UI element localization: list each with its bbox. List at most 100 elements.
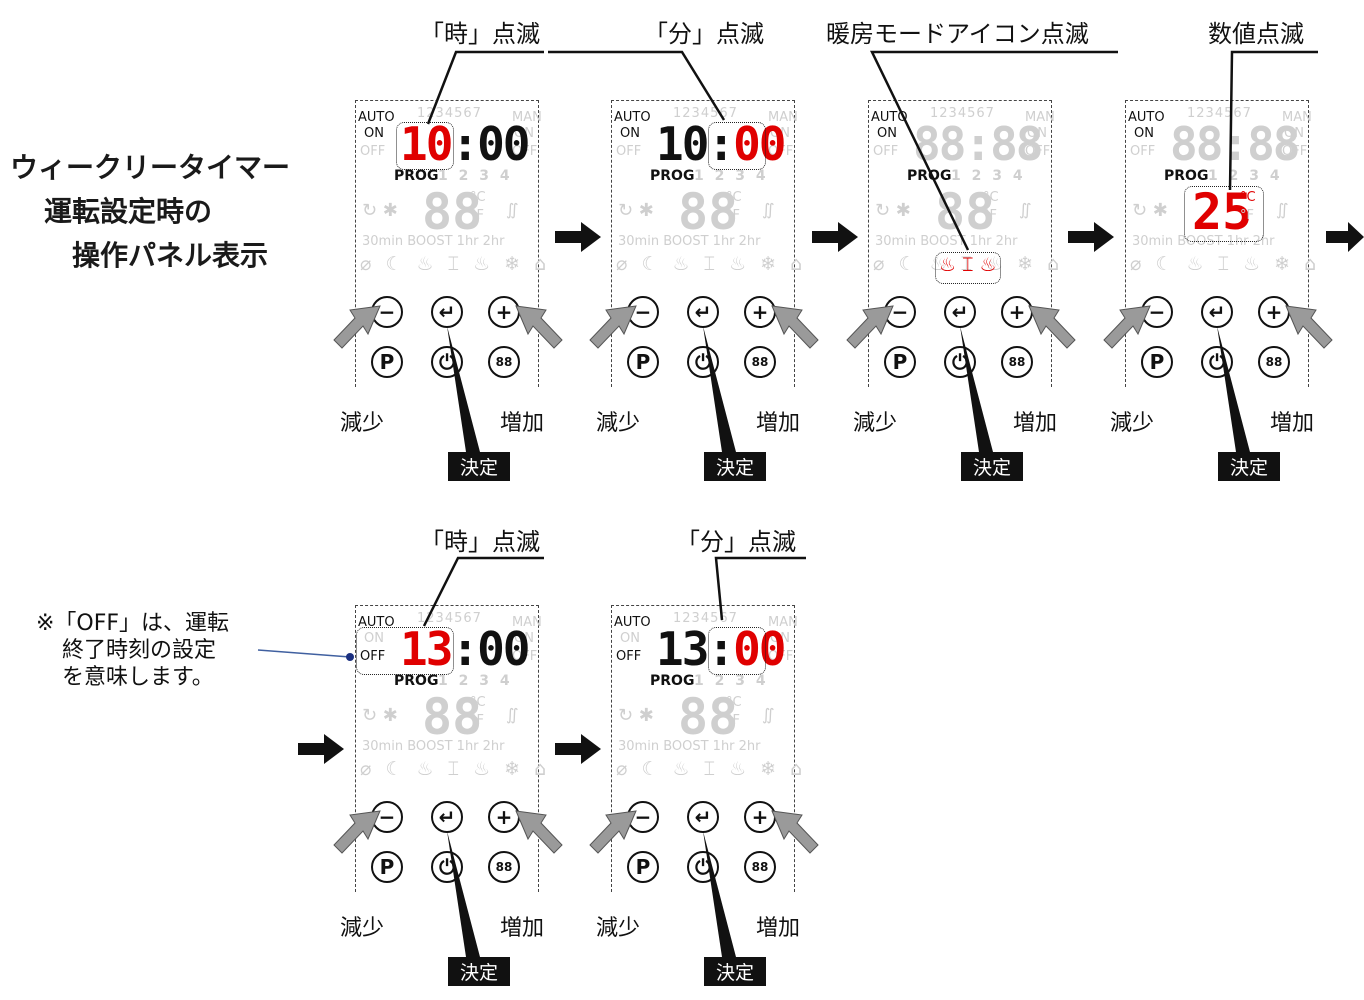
plus-button[interactable]: + bbox=[744, 296, 776, 328]
fahrenheit-unit: °F bbox=[470, 713, 484, 728]
auto-indicator: AUTO bbox=[358, 615, 395, 630]
boost-row: 30min BOOST 1hr 2hr bbox=[362, 739, 505, 754]
heating-mode-icons: ♨ ⌶ ♨ bbox=[939, 254, 997, 276]
enter-button[interactable]: ↵ bbox=[431, 801, 463, 833]
on-indicator: ON bbox=[364, 126, 384, 141]
fahrenheit-unit: °F bbox=[470, 208, 484, 223]
heating-mode-highlight bbox=[935, 252, 1001, 284]
celsius-unit: °C bbox=[726, 190, 742, 205]
window-open-icon: ∬ bbox=[506, 200, 519, 219]
time-minutes: 00 bbox=[477, 622, 530, 676]
increase-label: 増加 bbox=[756, 916, 801, 941]
minus-button[interactable]: − bbox=[371, 296, 403, 328]
note-line-2: 終了時刻の設定 bbox=[62, 638, 217, 663]
plus-button[interactable]: + bbox=[744, 801, 776, 833]
plus-button[interactable]: + bbox=[1258, 296, 1290, 328]
repeat-bluetooth-icon: ↻ ✱ bbox=[362, 200, 398, 221]
on-right-indicator: ON bbox=[770, 126, 790, 141]
program-button[interactable]: P bbox=[371, 851, 403, 883]
menu-button[interactable]: 88 bbox=[744, 346, 776, 378]
temperature-display: 25 bbox=[1192, 183, 1253, 241]
celsius-unit: °C bbox=[1240, 190, 1256, 205]
time-hours: 10 bbox=[400, 117, 453, 171]
on-right-indicator: ON bbox=[514, 631, 534, 646]
fahrenheit-unit: °F bbox=[1240, 208, 1254, 223]
confirm-pointer bbox=[960, 326, 993, 452]
off-indicator: OFF bbox=[360, 144, 386, 159]
prog-label: PROG bbox=[650, 673, 695, 689]
temperature-highlight bbox=[1184, 186, 1264, 242]
callout-label-4: 数値点滅 bbox=[1208, 20, 1304, 48]
program-button[interactable]: P bbox=[627, 851, 659, 883]
confirm-pointer bbox=[703, 831, 736, 957]
off-right-indicator: OFF bbox=[768, 649, 794, 664]
confirm-label: 決定 bbox=[961, 452, 1024, 481]
callout-label-2: 「分」点滅 bbox=[644, 20, 764, 48]
time-colon: : bbox=[451, 622, 479, 676]
program-button[interactable]: P bbox=[371, 346, 403, 378]
note-line-1: ※「OFF」は、運転 bbox=[36, 611, 230, 636]
prog-label: PROG bbox=[1164, 168, 1209, 184]
off-right-indicator: OFF bbox=[768, 144, 794, 159]
title-line-1: ウィークリータイマー bbox=[10, 151, 291, 184]
plus-press-arrow bbox=[771, 810, 819, 854]
status-icon-row: ⌀ ☾ ♨ ⌶ ♨ ❄ ⌂ bbox=[616, 758, 807, 780]
menu-button[interactable]: 88 bbox=[488, 851, 520, 883]
boost-row: 30min BOOST 1hr 2hr bbox=[618, 739, 761, 754]
boost-row: 30min BOOST 1hr 2hr bbox=[362, 234, 505, 249]
flow-arrow-5 bbox=[298, 734, 344, 764]
increase-label: 増加 bbox=[500, 916, 545, 941]
increase-label: 増加 bbox=[756, 411, 801, 436]
decrease-label: 減少 bbox=[853, 411, 898, 436]
minus-press-arrow bbox=[333, 305, 381, 349]
control-panel-6: AUTO ON OFF MAN ON OFF 1234567 13:00 PRO… bbox=[589, 605, 821, 1000]
menu-button[interactable]: 88 bbox=[1258, 346, 1290, 378]
minus-press-arrow bbox=[589, 305, 637, 349]
time-hours: 13 bbox=[400, 622, 453, 676]
enter-button[interactable]: ↵ bbox=[687, 296, 719, 328]
menu-button[interactable]: 88 bbox=[488, 346, 520, 378]
program-button[interactable]: P bbox=[1141, 346, 1173, 378]
menu-button[interactable]: 88 bbox=[744, 851, 776, 883]
press-arrows bbox=[589, 810, 819, 957]
time-display: 13:00 bbox=[400, 622, 530, 676]
repeat-bluetooth-icon: ↻ ✱ bbox=[362, 705, 398, 726]
callout-label-6: 「分」点滅 bbox=[676, 528, 796, 556]
increase-label: 増加 bbox=[1270, 411, 1315, 436]
celsius-unit: °C bbox=[726, 695, 742, 710]
minus-press-arrow bbox=[1103, 305, 1151, 349]
confirm-label: 決定 bbox=[448, 452, 511, 481]
menu-button[interactable]: 88 bbox=[1001, 346, 1033, 378]
off-indicator: OFF bbox=[360, 649, 386, 664]
status-icon-row: ⌀ ☾ ♨ ⌶ ♨ ❄ ⌂ bbox=[873, 253, 1064, 275]
control-panel-1: AUTO ON OFF MAN ON OFF 1234567 10:00 PRO… bbox=[333, 100, 565, 495]
control-panel-5: AUTO ON OFF MAN ON OFF 1234567 13:00 PRO… bbox=[333, 605, 565, 1000]
time-display: 10:00 bbox=[400, 117, 530, 171]
boost-row: 30min BOOST 1hr 2hr bbox=[618, 234, 761, 249]
time-minutes: 00 bbox=[477, 117, 530, 171]
temperature-display: 88 bbox=[422, 183, 483, 241]
enter-button[interactable]: ↵ bbox=[944, 296, 976, 328]
enter-button[interactable]: ↵ bbox=[1201, 296, 1233, 328]
prog-label: PROG bbox=[394, 673, 439, 689]
time-hours: 10 bbox=[656, 117, 709, 171]
confirm-pointer bbox=[703, 326, 736, 452]
window-open-icon: ∬ bbox=[762, 705, 775, 724]
enter-button[interactable]: ↵ bbox=[431, 296, 463, 328]
plus-press-arrow bbox=[515, 810, 563, 854]
decrease-label: 減少 bbox=[340, 916, 385, 941]
press-arrows bbox=[846, 305, 1076, 452]
time-hours: 13 bbox=[656, 622, 709, 676]
off-right-indicator: OFF bbox=[512, 649, 538, 664]
hours-highlight bbox=[396, 122, 454, 170]
minus-press-arrow bbox=[846, 305, 894, 349]
plus-press-arrow bbox=[515, 305, 563, 349]
window-open-icon: ∬ bbox=[506, 705, 519, 724]
off-indicator: OFF bbox=[616, 649, 642, 664]
confirm-label: 決定 bbox=[448, 957, 511, 986]
program-button[interactable]: P bbox=[884, 346, 916, 378]
enter-button[interactable]: ↵ bbox=[687, 801, 719, 833]
program-button[interactable]: P bbox=[627, 346, 659, 378]
fahrenheit-unit: °F bbox=[726, 713, 740, 728]
hours-off-highlight bbox=[356, 627, 454, 675]
